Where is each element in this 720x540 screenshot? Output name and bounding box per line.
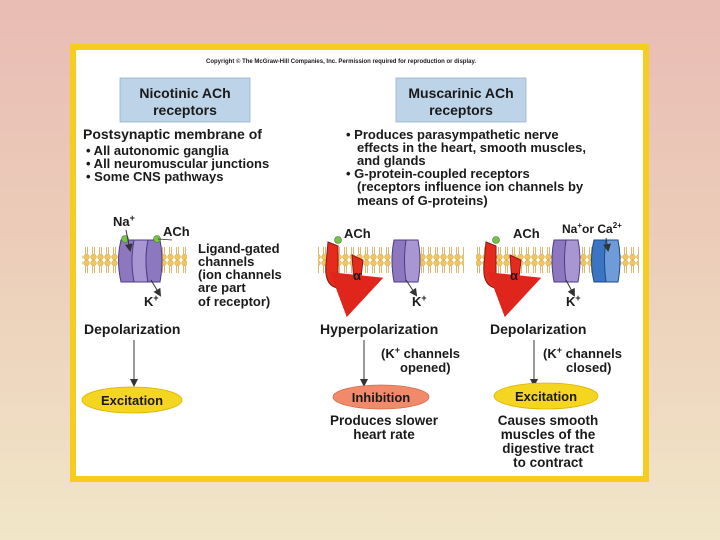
nicotinic-bullet-3: • Some CNS pathways — [86, 169, 223, 184]
muscarinic-title-line2: receptors — [429, 102, 493, 118]
muscarinic-left-outcome-badge — [332, 384, 430, 410]
copyright-text: Copyright © The McGraw-Hill Companies, I… — [206, 58, 476, 65]
muscarinic-right-note-2: closed) — [566, 360, 612, 375]
muscarinic-left-alpha-label: α — [353, 268, 361, 283]
muscarinic-bullet-1b: effects in the heart, smooth muscles, — [357, 140, 586, 155]
muscarinic-bullet-2: • G-protein-coupled receptors — [346, 166, 530, 181]
muscarinic-left-k-arrow — [405, 279, 418, 297]
receptor-diagram: Copyright © The McGraw-Hill Companies, I… — [81, 58, 639, 470]
muscarinic-right-result: Depolarization — [490, 321, 586, 337]
muscarinic-right-effect-1: Causes smooth — [498, 413, 599, 428]
nicotinic-na-label: Na+ — [113, 213, 135, 229]
muscarinic-bullet-2b: (receptors influence ion channels by — [357, 179, 584, 194]
nicotinic-bullet-2: • All neuromuscular junctions — [86, 156, 269, 171]
muscarinic-right-note-1: (K+ channels — [543, 345, 622, 361]
nicotinic-bullet-1: • All autonomic ganglia — [86, 143, 230, 158]
muscarinic-right-outcome-badge — [493, 382, 599, 410]
channel-note-5: of receptor) — [198, 294, 270, 309]
ach-pointer — [157, 238, 173, 241]
nicotinic-title-line1: Nicotinic ACh — [139, 85, 230, 101]
nicotinic-title-box — [119, 77, 251, 123]
nicotinic-ach-label: ACh — [163, 224, 190, 239]
muscarinic-right-effect-3: digestive tract — [502, 441, 594, 456]
muscarinic-left-ach-label: ACh — [344, 226, 371, 241]
nicotinic-ion-channel — [118, 235, 163, 283]
na-influx-arrow — [124, 229, 133, 252]
muscarinic-left-result: Hyperpolarization — [320, 321, 438, 337]
muscarinic-right-na-ca-label: Na+or Ca2+ — [562, 221, 622, 236]
muscarinic-bullet-1: • Produces parasympathetic nerve — [346, 127, 559, 142]
channel-note-3: (ion channels — [198, 267, 282, 282]
muscarinic-title-box — [395, 77, 527, 123]
muscarinic-right-alpha-label: α — [510, 268, 518, 283]
muscarinic-left-effect-1: Produces slower — [330, 413, 439, 428]
nicotinic-result: Depolarization — [84, 321, 180, 337]
muscarinic-receptor-left — [325, 236, 421, 318]
na-ca-influx-arrow — [603, 237, 611, 252]
muscarinic-bullet-1c: and glands — [357, 153, 426, 168]
muscarinic-right-effect-2: muscles of the — [501, 427, 596, 442]
muscarinic-right-k-label: K+ — [566, 293, 581, 309]
muscarinic-right-ach-label: ACh — [513, 226, 540, 241]
muscarinic-left-note-1: (K+ channels — [381, 345, 460, 361]
muscarinic-right-outcome: Excitation — [515, 389, 577, 404]
channel-note-2: channels — [198, 254, 254, 269]
k-efflux-arrow — [150, 279, 162, 297]
nicotinic-intro: Postsynaptic membrane of — [83, 126, 262, 142]
muscarinic-left-effect-2: heart rate — [353, 427, 415, 442]
muscarinic-left-k-label: K+ — [412, 293, 427, 309]
channel-note-4: are part — [198, 280, 246, 295]
nicotinic-outcome-badge — [81, 386, 183, 414]
muscarinic-left-note-2: opened) — [400, 360, 451, 375]
muscarinic-title-line1: Muscarinic ACh — [408, 85, 513, 101]
muscarinic-bullet-2c: means of G-proteins) — [357, 193, 488, 208]
muscarinic-right-effect-4: to contract — [513, 455, 583, 470]
figure-frame: Copyright © The McGraw-Hill Companies, I… — [70, 44, 649, 482]
nicotinic-title-line2: receptors — [153, 102, 217, 118]
membrane-muscarinic-left — [318, 245, 464, 275]
channel-note-1: Ligand-gated — [198, 241, 280, 256]
nicotinic-k-label: K+ — [144, 293, 159, 309]
muscarinic-right-k-arrow — [565, 279, 575, 297]
nicotinic-outcome: Excitation — [101, 393, 163, 408]
muscarinic-left-outcome: Inhibition — [352, 390, 411, 405]
